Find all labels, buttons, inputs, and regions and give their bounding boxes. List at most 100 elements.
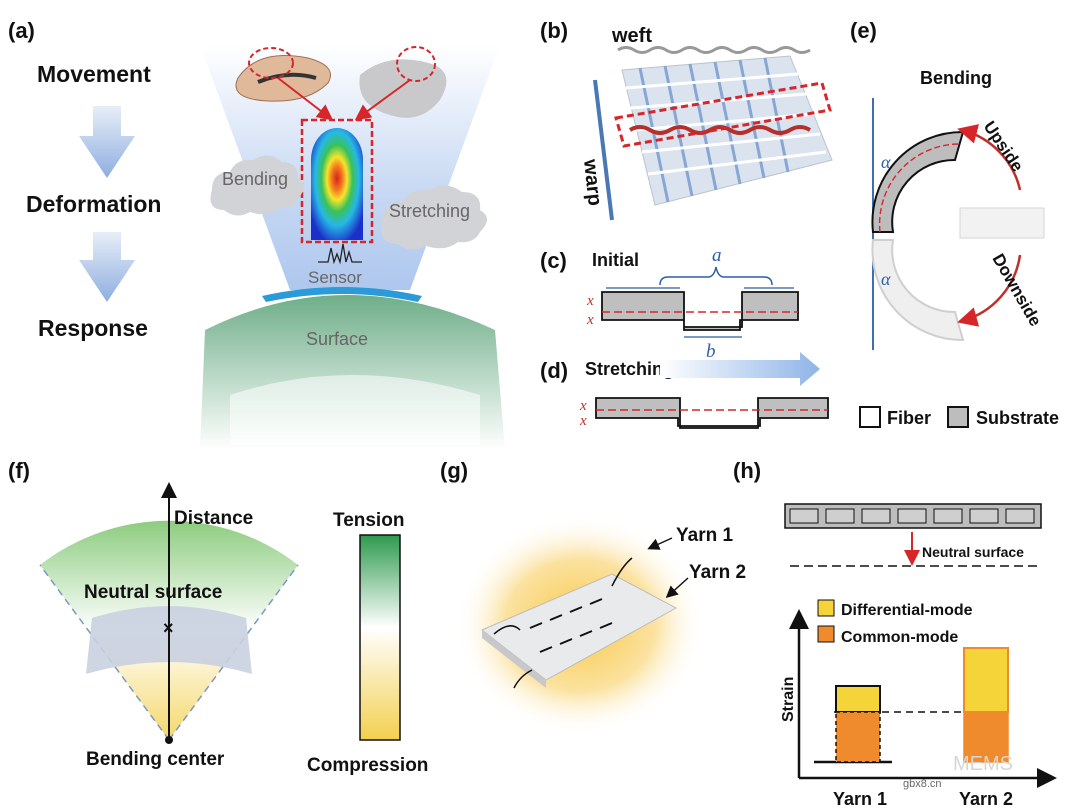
layered-section	[784, 503, 1042, 529]
alpha-top: α	[881, 152, 891, 172]
textile-pad-edge	[482, 630, 546, 688]
flow-response: Response	[38, 315, 148, 341]
sensor-band	[262, 287, 422, 302]
warp-yarn	[593, 79, 614, 221]
panel-c: (c) Initial a b x x	[540, 245, 799, 362]
initial-label: Initial	[592, 250, 639, 270]
flow-arrow-2	[79, 232, 135, 302]
cloud-stretching: Stretching	[381, 185, 487, 250]
bending-center-dot	[165, 736, 173, 744]
stretch-x-bottom: x	[579, 413, 587, 429]
xcat-yarn2: Yarn 2	[959, 789, 1013, 809]
bending-title: Bending	[920, 68, 992, 88]
panel-c-tag: (c)	[540, 248, 567, 273]
watermark-brand: MEMS	[953, 753, 1013, 775]
panel-h-tag: (h)	[733, 458, 761, 483]
upside-arrow	[957, 124, 1022, 191]
yarn-lead-2	[611, 557, 633, 587]
compression-label: Compression	[307, 755, 428, 776]
dim-a-label: a	[712, 245, 722, 266]
upside-fiber-arc	[878, 143, 959, 233]
neutral-surface-label: Neutral surface	[84, 582, 222, 603]
initial-x-bottom: x	[586, 312, 594, 328]
alpha-bottom: α	[881, 269, 891, 289]
panel-a: (a) Movement Deformation Response Bendin…	[8, 18, 505, 450]
weft-yarn	[617, 46, 811, 54]
textile-pad	[481, 573, 678, 681]
highlight-box	[614, 81, 832, 148]
yarn2-label: Yarn 2	[689, 562, 746, 583]
initial-x-top: x	[586, 293, 594, 309]
stitch-yarn-2	[539, 622, 613, 653]
legend-common-label: Common-mode	[841, 629, 958, 646]
tension-label: Tension	[333, 510, 404, 531]
elbow-stretching	[359, 59, 447, 118]
bending-center-label: Bending center	[86, 749, 225, 770]
yarn1-pointer	[647, 537, 673, 550]
xcat-yarn1: Yarn 1	[833, 789, 887, 809]
initial-dim-ticks	[606, 287, 794, 338]
panel-d: (d) Stretching x x	[540, 352, 829, 429]
yarn-lead-3	[513, 669, 533, 689]
yarn-lead-1	[493, 625, 521, 635]
strain-colorbar	[359, 534, 401, 741]
panel-f-tag: (f)	[8, 458, 30, 483]
bent-sample-downside	[871, 239, 965, 342]
legend-common-swatch	[817, 625, 835, 643]
panel-b-tag: (b)	[540, 18, 568, 43]
skin-surface-shade	[230, 375, 480, 445]
panel-h: (h) Neutral surface Differential-mode Co…	[733, 458, 1057, 809]
sample-neutral-segment	[959, 207, 1045, 239]
focus-circle-2	[396, 46, 436, 82]
stretch-x-top: x	[579, 398, 587, 414]
flow-deformation: Deformation	[26, 191, 161, 217]
legend-substrate-label: Substrate	[976, 408, 1059, 428]
flow-arrow-1	[79, 106, 135, 178]
sensor-label: Sensor	[308, 268, 362, 287]
neutral-point-mark: ×	[163, 618, 174, 638]
stretch-direction-arrow	[660, 352, 820, 386]
neutral-plane-label: Neutral surface	[922, 544, 1024, 560]
panel-e: (e) Bending α α Upside Downside Fiber Su…	[850, 18, 1059, 428]
upside-label: Upside	[980, 118, 1027, 176]
dim-b-label: b	[706, 341, 716, 362]
panel-b: (b) weft warp	[540, 18, 833, 221]
distance-label: Distance	[174, 508, 253, 529]
highlighted-yarn	[628, 125, 812, 135]
focus-arrow-2	[354, 79, 411, 121]
bar-yarn1	[835, 685, 881, 763]
stretched-cross-section	[595, 397, 829, 429]
bent-sample-upside	[871, 130, 965, 233]
legend-substrate-swatch	[947, 406, 969, 428]
cloud-bending-label: Bending	[222, 169, 288, 189]
heatmap-box	[300, 118, 374, 244]
legend-diff-label: Differential-mode	[841, 602, 973, 619]
surface-label: Surface	[306, 329, 368, 349]
pressure-heatmap	[311, 128, 363, 240]
panel-g-tag: (g)	[440, 458, 468, 483]
panel-g: (g) Yarn 1 Yarn 2	[440, 458, 746, 735]
flow-movement: Movement	[37, 61, 151, 87]
sensor-signal	[318, 243, 362, 265]
strain-axis-label: Strain	[780, 677, 797, 722]
legend-diff-swatch	[817, 599, 835, 617]
legend-fiber-swatch	[859, 406, 881, 428]
cloud-bending: Bending	[210, 155, 304, 216]
yarn1-label: Yarn 1	[676, 525, 733, 546]
finger-sensor-strip	[257, 72, 317, 84]
dim-a	[659, 266, 773, 286]
downside-label: Downside	[989, 251, 1046, 330]
finger-bending	[235, 55, 331, 102]
legend-fiber-label: Fiber	[887, 408, 931, 428]
panel-a-tag: (a)	[8, 18, 35, 43]
stretching-label: Stretching	[585, 359, 674, 379]
panel-e-tag: (e)	[850, 18, 877, 43]
warp-label: warp	[579, 157, 606, 207]
weft-label: weft	[611, 25, 652, 47]
yarn2-pointer	[665, 577, 689, 599]
panel-f: (f) Distance Neutral surface × Bending c…	[8, 458, 428, 776]
bar-yarn2	[963, 647, 1009, 763]
cloud-stretching-label: Stretching	[389, 201, 470, 221]
watermark-site: gbx8.cn	[903, 778, 942, 790]
